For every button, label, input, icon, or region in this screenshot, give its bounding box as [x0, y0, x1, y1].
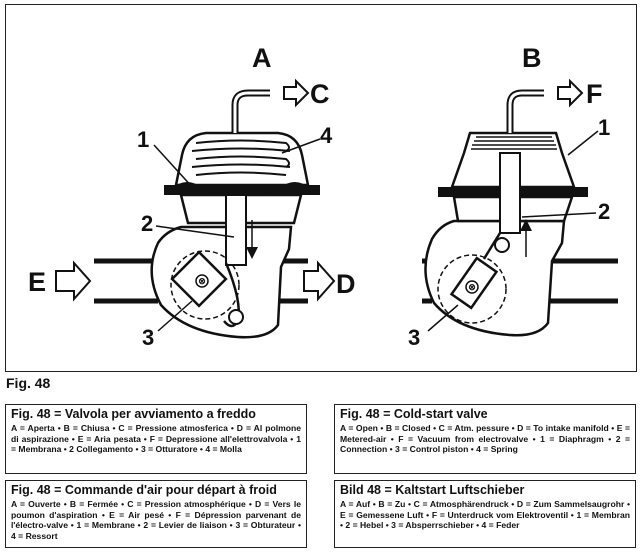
diagram-panel: ⊗ A C E D 1 4 2 3: [5, 4, 637, 372]
panel-label-b: B: [522, 43, 542, 73]
panel-label-a: A: [252, 43, 272, 73]
label-f: F: [586, 79, 603, 109]
output-arrow-c: [283, 78, 310, 108]
label-c: C: [310, 79, 330, 109]
caption-body-fr: A = Ouverte • B = Fermée • C = Pression …: [11, 499, 301, 541]
callout-1-a: 1: [137, 127, 149, 152]
label-e: E: [28, 267, 46, 297]
caption-body-it: A = Aperta • B = Chiusa • C = Pressione …: [11, 423, 301, 455]
callout-1-b: 1: [598, 115, 610, 140]
outlet-arrow-d: [303, 260, 336, 302]
callout-4-a: 4: [320, 123, 333, 148]
figure-number: Fig. 48: [6, 375, 51, 391]
valve-closed-drawing: ⊗: [422, 89, 618, 337]
valve-diagram: ⊗ A C E D 1 4 2 3: [28, 43, 618, 350]
caption-body-de: A = Auf • B = Zu • C = Atmosphärendruck …: [340, 499, 630, 531]
caption-english: Fig. 48 = Cold-start valve A = Open • B …: [334, 404, 636, 474]
callout-3-a: 3: [142, 325, 154, 350]
caption-french: Fig. 48 = Commande d'air pour départ à f…: [5, 480, 307, 548]
caption-title-en: Fig. 48 = Cold-start valve: [340, 407, 488, 421]
caption-body-en: A = Open • B = Closed • C = Atm. pessure…: [340, 423, 630, 455]
label-d: D: [336, 269, 356, 299]
caption-german: Bild 48 = Kaltstart Luftschieber A = Auf…: [334, 480, 636, 548]
output-arrow-f: [557, 78, 584, 108]
inlet-arrow-e: [55, 260, 92, 302]
callout-2-a: 2: [141, 211, 153, 236]
caption-title-fr: Fig. 48 = Commande d'air pour départ à f…: [11, 483, 277, 497]
pivot-mark-b: ⊗: [468, 282, 476, 292]
caption-title-de: Bild 48 = Kaltstart Luftschieber: [340, 483, 525, 497]
caption-title-it: Fig. 48 = Valvola per avviamento a fredd…: [11, 407, 256, 421]
pivot-mark-a: ⊗: [198, 276, 206, 286]
valve-open-drawing: ⊗: [94, 89, 321, 339]
callout-2-b: 2: [598, 199, 610, 224]
callout-3-b: 3: [408, 325, 420, 350]
caption-italian: Fig. 48 = Valvola per avviamento a fredd…: [5, 404, 307, 474]
